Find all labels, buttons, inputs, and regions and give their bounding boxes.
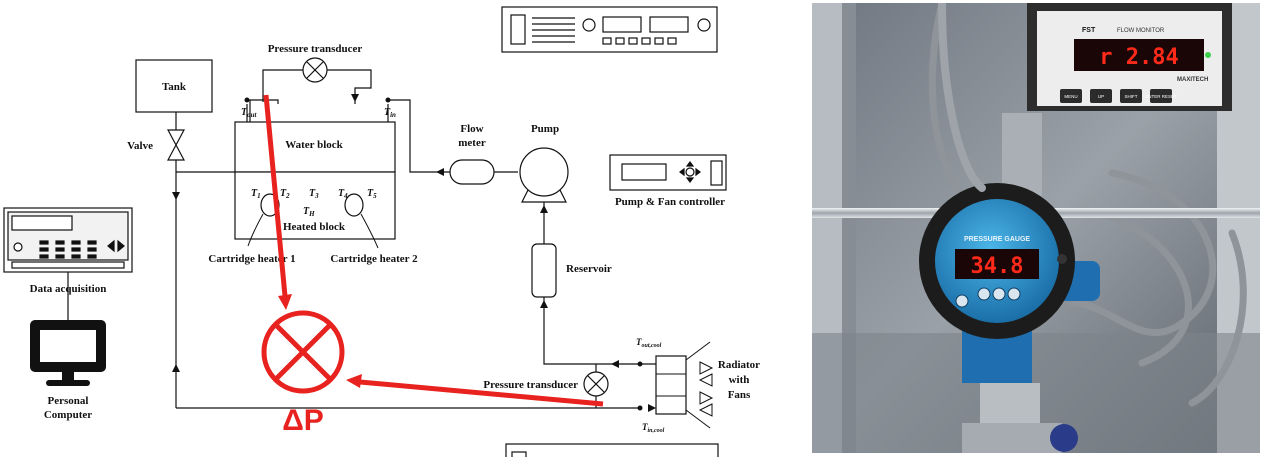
tank-label: Tank — [162, 81, 187, 93]
t-in-cool-label: T — [642, 422, 648, 432]
flow-key-shift: SHIFT — [1125, 94, 1138, 99]
t-in-cool-sub: in,cool — [648, 428, 665, 434]
pressure-gauge-label: PRESSURE GAUGE — [964, 236, 1030, 243]
delta-p-overlay: ΔP — [261, 94, 604, 437]
svg-text:T1: T1 — [251, 188, 261, 200]
computer-icon — [30, 320, 106, 386]
t-out-sub: out — [247, 111, 257, 119]
svg-text:TH: TH — [303, 206, 315, 218]
svg-text:Tout: Tout — [241, 107, 258, 119]
th-label: T — [303, 206, 310, 217]
data-acquisition-icon — [3, 207, 133, 273]
t1-label: T — [251, 188, 258, 199]
flow-key-up: UP — [1098, 94, 1104, 99]
t4-label: T — [338, 188, 345, 199]
power-supply-icon — [501, 6, 718, 53]
flow-monitor-display: r 2.84 — [1099, 45, 1178, 70]
pump-icon — [519, 147, 569, 203]
pump-fan-controller-label: Pump & Fan controller — [615, 196, 725, 208]
experimental-setup-schematic: Tank Valve Pressure transducer Water blo… — [3, 6, 760, 457]
pressure-transducer-bottom-label: Pressure transducer — [483, 379, 578, 391]
flow-meter-label-1: Flow — [460, 123, 483, 135]
tank — [135, 59, 213, 113]
cartridge-heater-2-label: Cartridge heater 2 — [330, 253, 418, 265]
valve-icon — [167, 129, 185, 161]
t-out-label: T — [241, 107, 248, 118]
radiator-label-1: Radiator — [718, 359, 760, 371]
personal-computer-label-2: Computer — [44, 409, 92, 421]
flow-monitor-device: r 2.84 FST FLOW MONITOR MAXITECH MENU UP… — [1027, 3, 1232, 111]
pressure-gauge-device: PRESSURE GAUGE 34.8 — [919, 183, 1100, 453]
cartridge-heater-1-label: Cartridge heater 1 — [208, 253, 295, 265]
t-out-cool-label: T — [636, 337, 642, 347]
svg-text:T5: T5 — [367, 188, 377, 200]
pressure-gauge-display: 34.8 — [971, 254, 1024, 279]
water-block — [234, 121, 396, 173]
delta-p-gauge-icon — [261, 310, 345, 394]
flow-monitor-brand: FST — [1082, 27, 1096, 34]
fan-icon — [698, 361, 714, 417]
flow-meter-label-2: meter — [458, 137, 486, 149]
t1-sub: 1 — [257, 192, 261, 200]
radiator-label-3: Fans — [728, 389, 751, 401]
svg-text:T3: T3 — [309, 188, 319, 200]
radiator-fins — [656, 341, 711, 429]
svg-text:Tout,cool: Tout,cool — [636, 337, 662, 349]
data-acquisition-label: Data acquisition — [30, 283, 107, 295]
personal-computer-label-1: Personal — [48, 395, 89, 407]
cartridge-heater-2 — [344, 193, 364, 217]
reservoir — [531, 243, 557, 298]
temperature-labels: Tout Tin T1 T2 T3 T4 T5 TH Tout,cool Tin… — [241, 107, 665, 434]
svg-text:T2: T2 — [280, 188, 290, 200]
flow-key-menu: MENU — [1064, 94, 1077, 99]
t3-sub: 3 — [314, 192, 319, 200]
valve-label: Valve — [127, 140, 153, 152]
pressure-transducer-top-label: Pressure transducer — [268, 43, 363, 55]
svg-text:Tin: Tin — [384, 107, 396, 119]
pressure-transducer-bottom-icon — [583, 371, 609, 397]
t5-sub: 5 — [373, 192, 377, 200]
svg-text:T4: T4 — [338, 188, 348, 200]
pressure-transducer-top-icon — [302, 57, 328, 83]
flow-monitor-company: MAXITECH — [1177, 77, 1208, 83]
t2-sub: 2 — [285, 192, 290, 200]
reservoir-label: Reservoir — [566, 263, 612, 275]
pump-label: Pump — [531, 123, 559, 135]
bottom-equipment-icon — [505, 443, 719, 457]
flow-monitor-model: FLOW MONITOR — [1117, 28, 1165, 34]
t-in-sub: in — [390, 111, 396, 119]
t5-label: T — [367, 188, 374, 199]
heated-block-label: Heated block — [283, 221, 346, 233]
radiator-label-2: with — [729, 374, 750, 386]
th-sub: H — [308, 210, 315, 218]
flow-arrows — [172, 94, 656, 412]
delta-p-label: ΔP — [282, 404, 324, 437]
t-in-label: T — [384, 107, 391, 118]
radiator — [655, 355, 687, 415]
t-out-cool-sub: out,cool — [642, 343, 662, 349]
pump-fan-controller-icon — [609, 154, 727, 191]
flow-key-enter: ENTER RESET — [1145, 94, 1177, 99]
t2-label: T — [280, 188, 287, 199]
t3-label: T — [309, 188, 316, 199]
experimental-setup-photo: r 2.84 FST FLOW MONITOR MAXITECH MENU UP… — [812, 3, 1260, 453]
water-block-label: Water block — [285, 139, 343, 151]
svg-text:Tin,cool: Tin,cool — [642, 422, 665, 434]
t4-sub: 4 — [343, 192, 348, 200]
flow-meter — [449, 159, 495, 185]
